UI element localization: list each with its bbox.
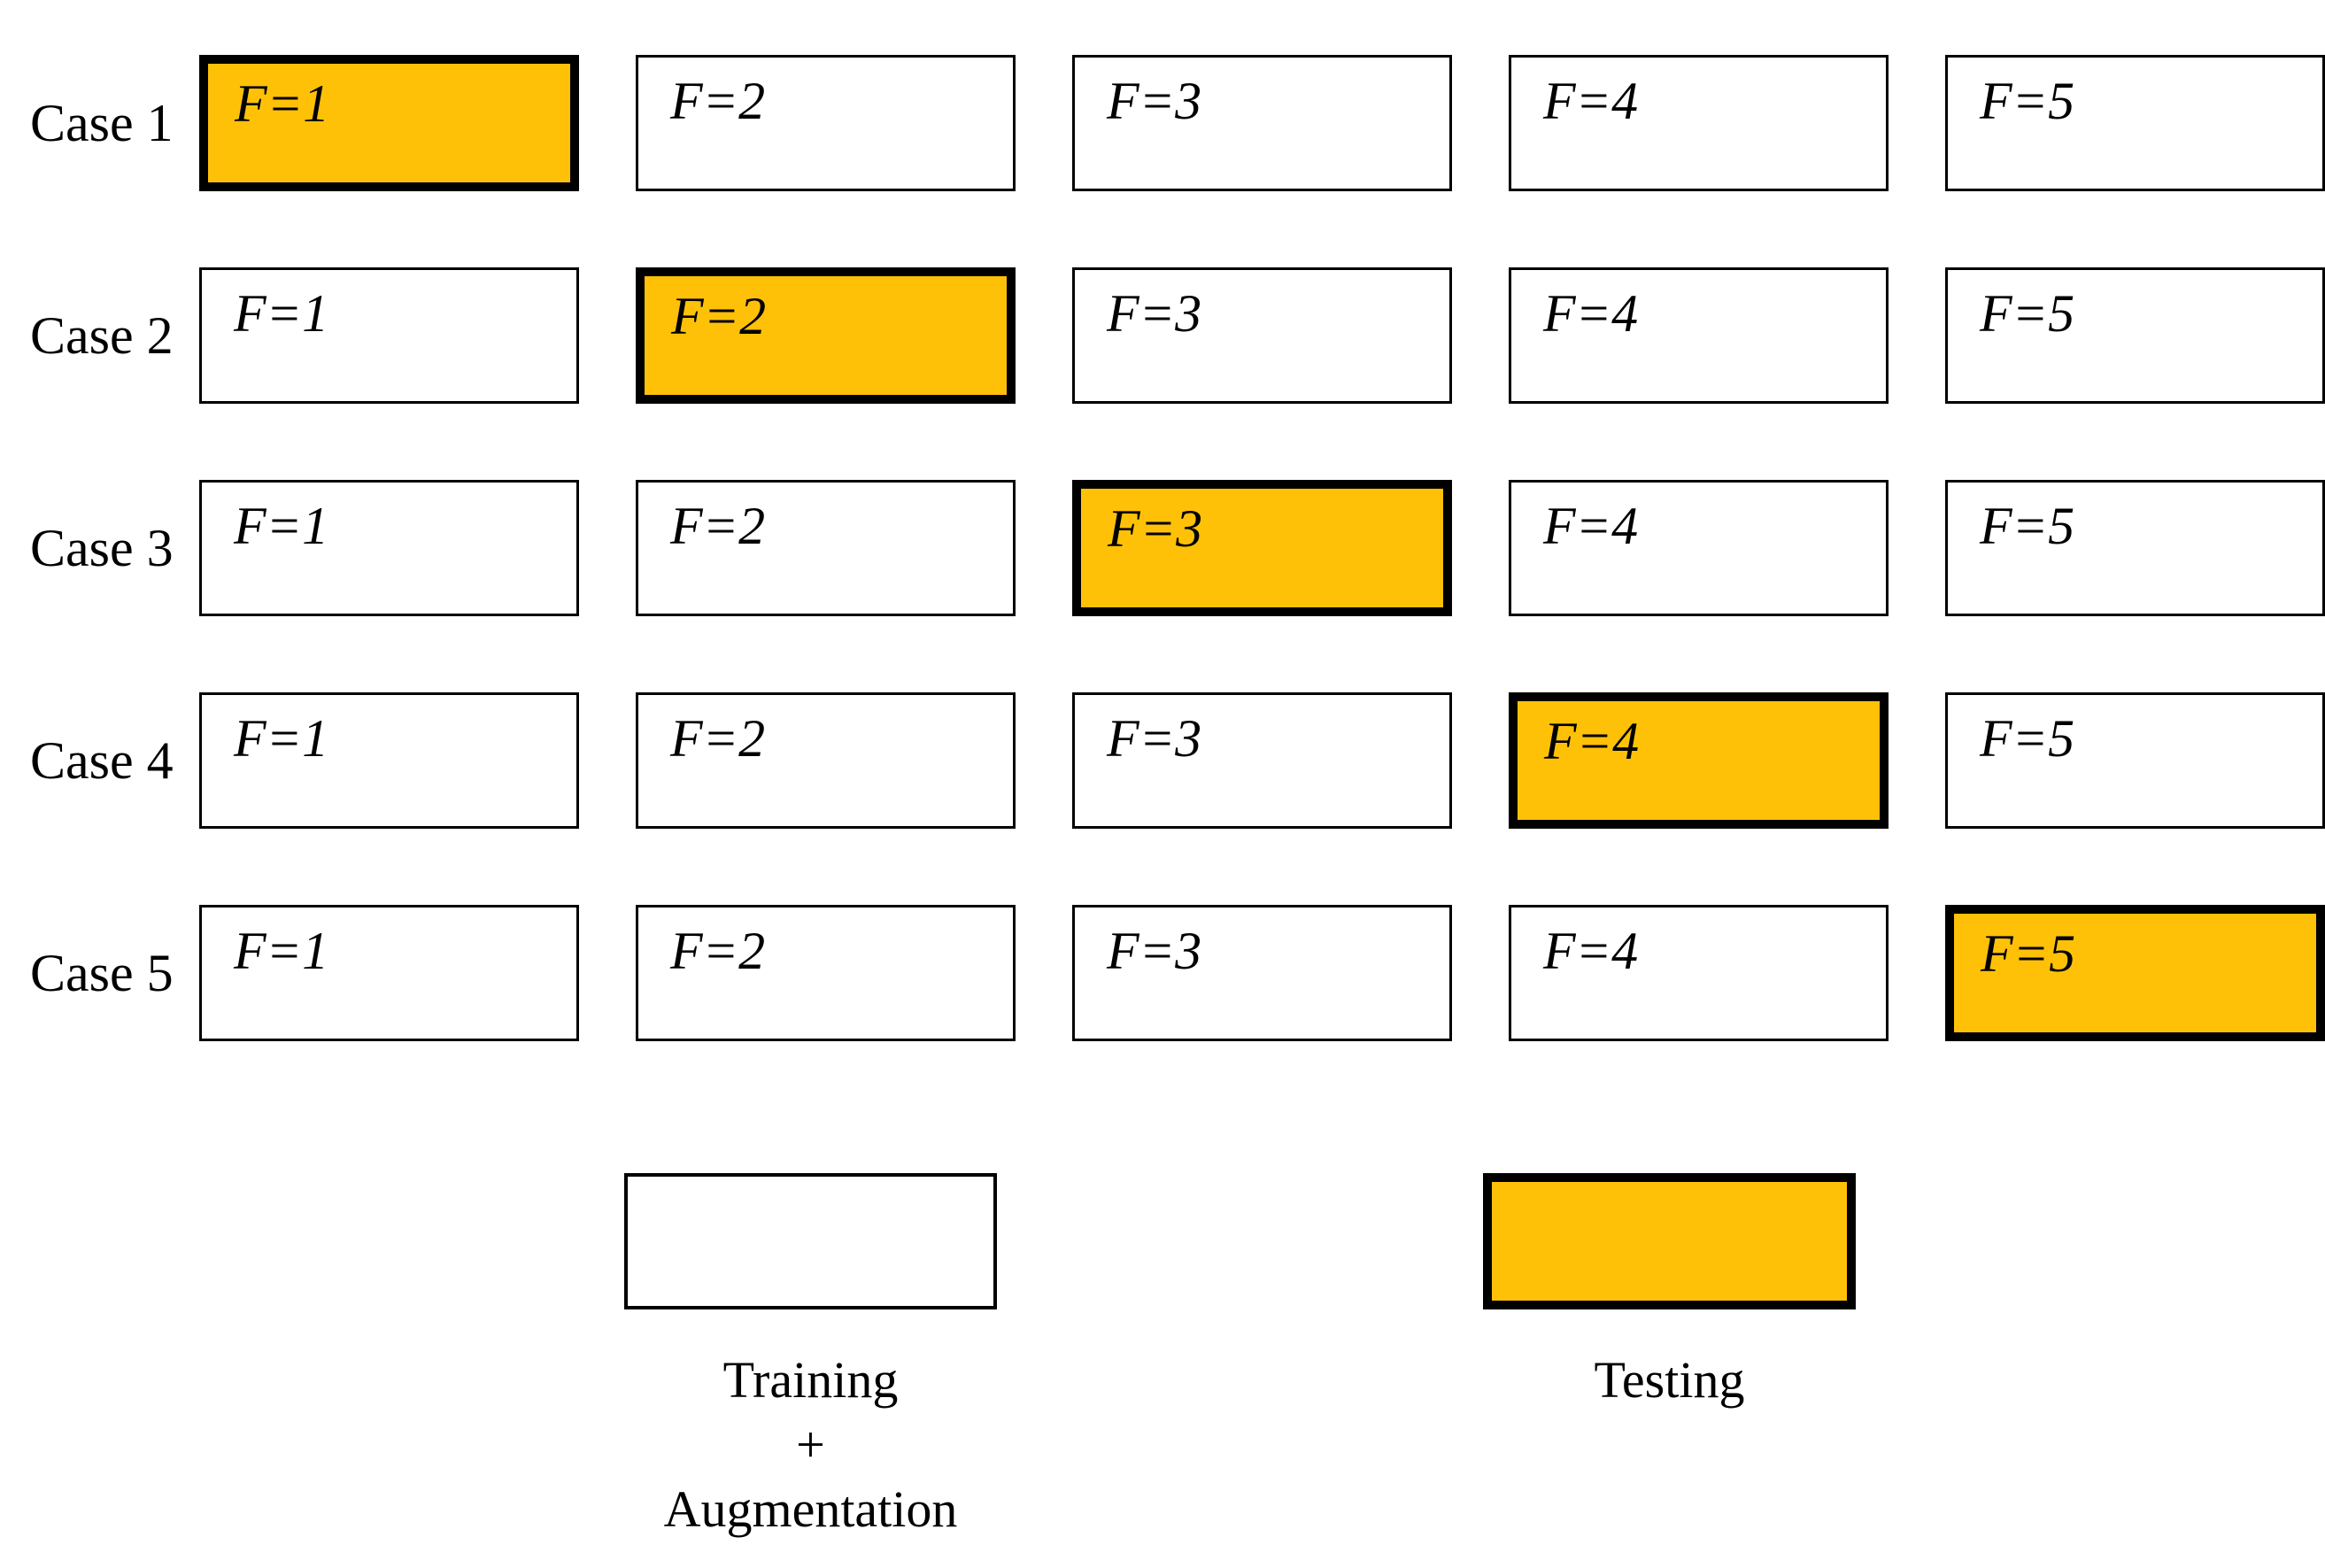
case-label: Case 3 (30, 518, 174, 577)
fold-label: F=4 (1543, 922, 1639, 980)
fold-box-training: F=2 (636, 55, 1016, 191)
fold-box-testing: F=2 (636, 267, 1016, 404)
fold-label: F=1 (234, 497, 329, 555)
fold-box-training: F=1 (199, 905, 579, 1041)
case-row: Case 3 F=1 F=2 F=3 F=4 F=5 (0, 480, 2325, 616)
fold-label: F=1 (234, 922, 329, 980)
fold-label: F=2 (670, 497, 766, 555)
fold-label: F=3 (1107, 922, 1202, 980)
case-label: Case 1 (30, 93, 174, 152)
fold-label: F=5 (1981, 924, 2076, 983)
fold-box-training: F=5 (1945, 267, 2325, 404)
fold-boxes: F=1 F=2 F=3 F=4 F=5 (199, 267, 2325, 404)
legend-plus-sign: + (796, 1416, 825, 1474)
case-row: Case 2 F=1 F=2 F=3 F=4 F=5 (0, 267, 2325, 404)
fold-box-training: F=3 (1072, 692, 1452, 829)
fold-boxes: F=1 F=2 F=3 F=4 F=5 (199, 55, 2325, 191)
fold-box-training: F=3 (1072, 55, 1452, 191)
fold-label: F=2 (670, 709, 766, 768)
fold-label: F=5 (1980, 72, 2075, 130)
fold-boxes: F=1 F=2 F=3 F=4 F=5 (199, 905, 2325, 1041)
fold-label: F=3 (1107, 72, 1202, 130)
case-row: Case 4 F=1 F=2 F=3 F=4 F=5 (0, 692, 2325, 829)
fold-box-training: F=5 (1945, 692, 2325, 829)
fold-box-training: F=5 (1945, 480, 2325, 616)
case-label: Case 4 (30, 730, 174, 790)
legend-training-swatch (624, 1173, 997, 1309)
case-row: Case 1 F=1 F=2 F=3 F=4 F=5 (0, 55, 2325, 191)
fold-label: F=4 (1543, 72, 1639, 130)
case-label: Case 5 (30, 943, 174, 1002)
fold-box-training: F=4 (1509, 267, 1889, 404)
fold-box-training: F=2 (636, 692, 1016, 829)
fold-label: F=4 (1543, 284, 1639, 343)
fold-box-training: F=4 (1509, 55, 1889, 191)
fold-box-testing: F=5 (1945, 905, 2325, 1041)
fold-label: F=4 (1543, 497, 1639, 555)
fold-box-training: F=1 (199, 267, 579, 404)
fold-box-training: F=3 (1072, 905, 1452, 1041)
fold-label: F=5 (1980, 709, 2075, 768)
fold-box-training: F=2 (636, 480, 1016, 616)
fold-boxes: F=1 F=2 F=3 F=4 F=5 (199, 480, 2325, 616)
legend-training-label: Training + Augmentation (624, 1348, 997, 1541)
fold-label: F=2 (670, 72, 766, 130)
fold-box-training: F=1 (199, 692, 579, 829)
fold-label: F=2 (670, 922, 766, 980)
legend-testing-label: Testing (1594, 1351, 1745, 1409)
fold-box-training: F=2 (636, 905, 1016, 1041)
fold-box-training: F=5 (1945, 55, 2325, 191)
fold-label: F=3 (1107, 709, 1202, 768)
fold-label: F=1 (235, 74, 330, 133)
fold-boxes: F=1 F=2 F=3 F=4 F=5 (199, 692, 2325, 829)
legend-training-line-2: Augmentation (663, 1480, 958, 1539)
fold-box-training: F=1 (199, 480, 579, 616)
fold-box-training: F=3 (1072, 267, 1452, 404)
case-row: Case 5 F=1 F=2 F=3 F=4 F=5 (0, 905, 2325, 1041)
fold-box-testing: F=3 (1072, 480, 1452, 616)
fold-label: F=4 (1544, 712, 1640, 770)
fold-label: F=3 (1107, 284, 1202, 343)
fold-label: F=5 (1980, 497, 2075, 555)
case-label: Case 2 (30, 305, 174, 365)
fold-box-testing: F=4 (1509, 692, 1889, 829)
fold-box-testing: F=1 (199, 55, 579, 191)
fold-label: F=1 (234, 709, 329, 768)
legend-training-line-1: Training (722, 1351, 899, 1409)
fold-label: F=1 (234, 284, 329, 343)
fold-label: F=2 (671, 287, 767, 345)
legend-testing-swatch (1483, 1173, 1856, 1309)
fold-label: F=5 (1980, 284, 2075, 343)
fold-label: F=3 (1108, 499, 1203, 558)
fold-box-training: F=4 (1509, 480, 1889, 616)
fold-box-training: F=4 (1509, 905, 1889, 1041)
